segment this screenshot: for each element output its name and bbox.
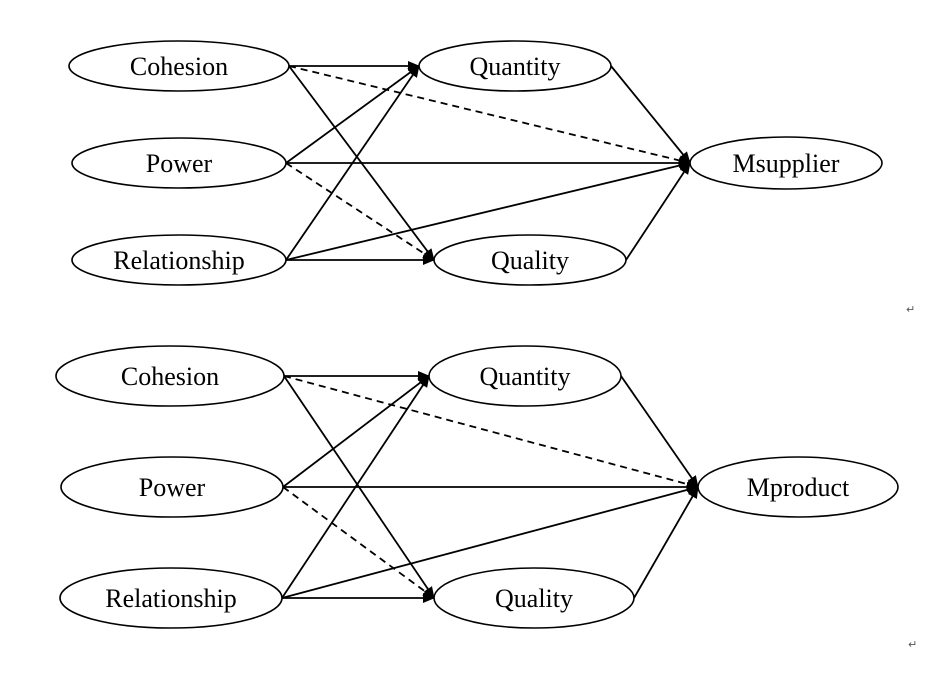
edge-quantity-to-outcome: [610, 65, 691, 164]
node-label: Quantity: [480, 362, 571, 391]
edge-relationship-to-quantity: [281, 375, 430, 599]
node-label: Cohesion: [121, 362, 219, 391]
node-outcome: Msupplier: [689, 136, 883, 190]
node-power: Power: [71, 137, 287, 189]
node-label: Quantity: [470, 52, 561, 81]
paragraph-mark: ↵: [906, 303, 915, 316]
node-quantity: Quantity: [428, 345, 622, 407]
diagram-mproduct: Cohesion Power Relationship Quantity Qua…: [55, 345, 917, 651]
diagram-msupplier: Cohesion Power Relationship Quantity Qua…: [68, 40, 915, 316]
node-label: Power: [139, 473, 206, 502]
node-label: Relationship: [113, 246, 244, 275]
node-label: Quality: [495, 584, 573, 613]
node-outcome: Mproduct: [697, 456, 899, 518]
edge-cohesion-to-outcome: [288, 65, 691, 166]
node-power: Power: [60, 456, 284, 518]
edge-relationship-to-quantity: [285, 65, 420, 261]
edge-power-to-quality: [282, 486, 435, 599]
node-quality: Quality: [433, 234, 627, 286]
paragraph-mark: ↵: [908, 638, 917, 651]
node-label: Mproduct: [747, 473, 850, 502]
node-cohesion: Cohesion: [68, 40, 290, 92]
node-relationship: Relationship: [71, 234, 287, 286]
node-relationship: Relationship: [59, 567, 283, 629]
edge-quality-to-outcome: [633, 486, 699, 599]
edge-quality-to-outcome: [625, 162, 691, 261]
edge-group: [285, 61, 691, 265]
edge-power-to-quantity: [282, 375, 430, 488]
edge-quantity-to-outcome: [620, 375, 699, 488]
node-cohesion: Cohesion: [55, 345, 285, 407]
edge-relationship-to-outcome: [281, 485, 699, 599]
node-label: Msupplier: [733, 149, 840, 178]
edge-power-to-quality: [285, 162, 435, 261]
node-quality: Quality: [433, 567, 635, 629]
node-quantity: Quantity: [418, 40, 612, 92]
node-label: Quality: [491, 246, 569, 275]
node-label: Cohesion: [130, 52, 228, 81]
node-label: Relationship: [105, 584, 236, 613]
edge-relationship-to-outcome: [285, 160, 691, 261]
edge-power-to-quantity: [285, 65, 420, 164]
node-label: Power: [146, 149, 213, 178]
edge-group: [281, 371, 699, 603]
